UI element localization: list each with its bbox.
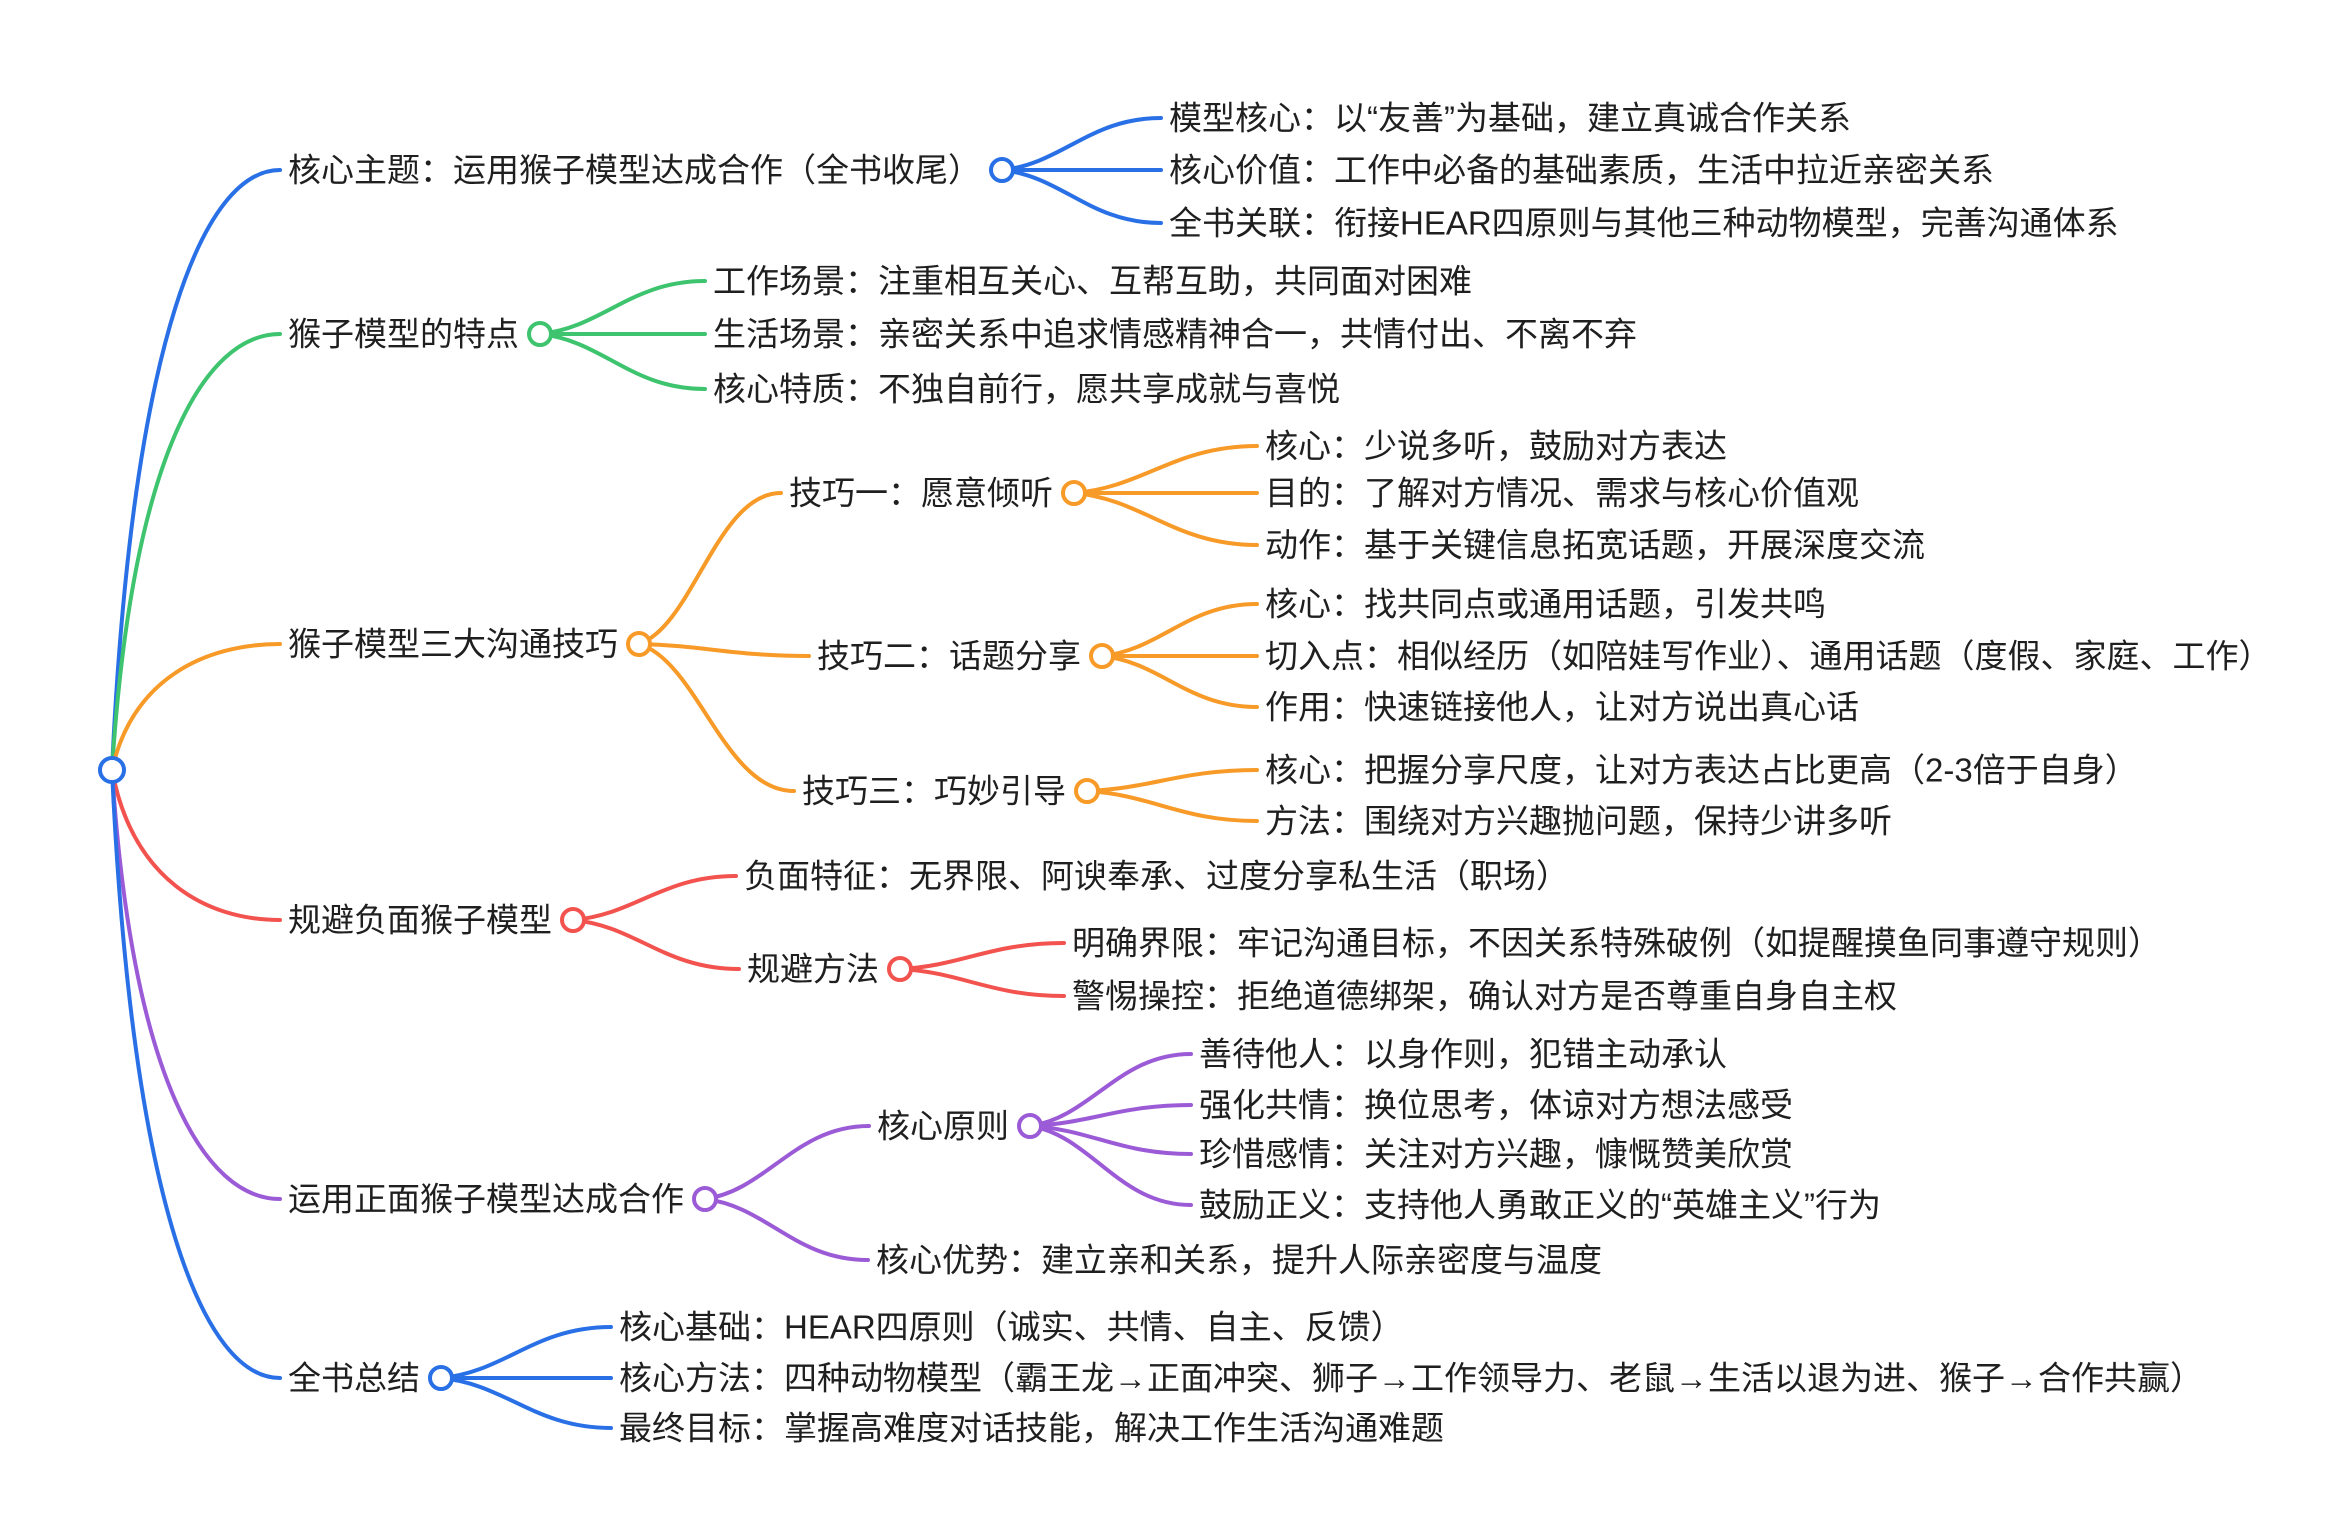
node-skill2-effect[interactable]: 作用：快速链接他人，让对方说出真心话 — [1265, 688, 1859, 726]
node-model-core[interactable]: 模型核心：以“友善”为基础，建立真诚合作关系 — [1169, 99, 1851, 137]
node-book-connection[interactable]: 全书关联：衔接HEAR四原则与其他三种动物模型，完善沟通体系 — [1169, 204, 2119, 242]
node-core-method[interactable]: 核心方法：四种动物模型（霸王龙→正面冲突、狮子→工作领导力、老鼠→生活以退为进、… — [619, 1359, 2203, 1397]
node-strengthen-empathy[interactable]: 强化共情：换位思考，体谅对方想法感受 — [1199, 1086, 1793, 1124]
node-skill3-method[interactable]: 方法：围绕对方兴趣抛问题，保持少讲多听 — [1265, 802, 1892, 840]
branch-avoid-negative[interactable]: 规避负面猴子模型 — [288, 901, 552, 939]
node-skill1-goal[interactable]: 目的：了解对方情况、需求与核心价值观 — [1265, 474, 1859, 512]
node-core-quality[interactable]: 核心特质：不独自前行，愿共享成就与喜悦 — [713, 370, 1340, 408]
node-skill1-listening[interactable]: 技巧一：愿意倾听 — [789, 474, 1053, 512]
node-core-foundation[interactable]: 核心基础：HEAR四原则（诚实、共情、自主、反馈） — [619, 1308, 1404, 1346]
node-core-value[interactable]: 核心价值：工作中必备的基础素质，生活中拉近亲密关系 — [1169, 151, 1994, 189]
node-negative-traits[interactable]: 负面特征：无界限、阿谀奉承、过度分享私生活（职场） — [744, 857, 1569, 895]
branch-core-theme[interactable]: 核心主题：运用猴子模型达成合作（全书收尾） — [288, 151, 981, 189]
node-skill3-guiding[interactable]: 技巧三：巧妙引导 — [802, 772, 1066, 810]
node-work-scene[interactable]: 工作场景：注重相互关心、互帮互助，共同面对困难 — [713, 262, 1472, 300]
node-treat-kindly[interactable]: 善待他人：以身作则，犯错主动承认 — [1199, 1035, 1727, 1073]
node-skill2-entry-points[interactable]: 切入点：相似经历（如陪娃写作业）、通用话题（度假、家庭、工作） — [1265, 637, 2272, 675]
node-core-principles[interactable]: 核心原则 — [877, 1107, 1009, 1145]
node-cherish-feelings[interactable]: 珍惜感情：关注对方兴趣，慷慨赞美欣赏 — [1199, 1135, 1793, 1173]
node-skill1-core[interactable]: 核心：少说多听，鼓励对方表达 — [1265, 427, 1727, 465]
node-clear-boundaries[interactable]: 明确界限：牢记沟通目标，不因关系特殊破例（如提醒摸鱼同事遵守规则） — [1072, 924, 2161, 962]
branch-monkey-traits[interactable]: 猴子模型的特点 — [288, 315, 519, 353]
node-life-scene[interactable]: 生活场景：亲密关系中追求情感精神合一，共情付出、不离不弃 — [713, 315, 1637, 353]
node-encourage-justice[interactable]: 鼓励正义：支持他人勇敢正义的“英雄主义”行为 — [1199, 1186, 1881, 1224]
node-avoidance-methods[interactable]: 规避方法 — [747, 950, 879, 988]
node-beware-manipulation[interactable]: 警惕操控：拒绝道德绑架，确认对方是否尊重自身自主权 — [1072, 977, 1897, 1015]
branch-book-summary[interactable]: 全书总结 — [288, 1359, 420, 1397]
branch-three-skills[interactable]: 猴子模型三大沟通技巧 — [288, 625, 618, 663]
node-skill1-action[interactable]: 动作：基于关键信息拓宽话题，开展深度交流 — [1265, 526, 1925, 564]
node-core-advantage[interactable]: 核心优势：建立亲和关系，提升人际亲密度与温度 — [876, 1241, 1602, 1279]
node-final-goal[interactable]: 最终目标：掌握高难度对话技能，解决工作生活沟通难题 — [619, 1409, 1444, 1447]
branch-positive-cooperation[interactable]: 运用正面猴子模型达成合作 — [288, 1180, 684, 1218]
node-skill2-topic-sharing[interactable]: 技巧二：话题分享 — [817, 637, 1081, 675]
node-skill3-core[interactable]: 核心：把握分享尺度，让对方表达占比更高（2-3倍于自身） — [1265, 751, 2138, 789]
node-skill2-core[interactable]: 核心：找共同点或通用话题，引发共鸣 — [1265, 585, 1826, 623]
